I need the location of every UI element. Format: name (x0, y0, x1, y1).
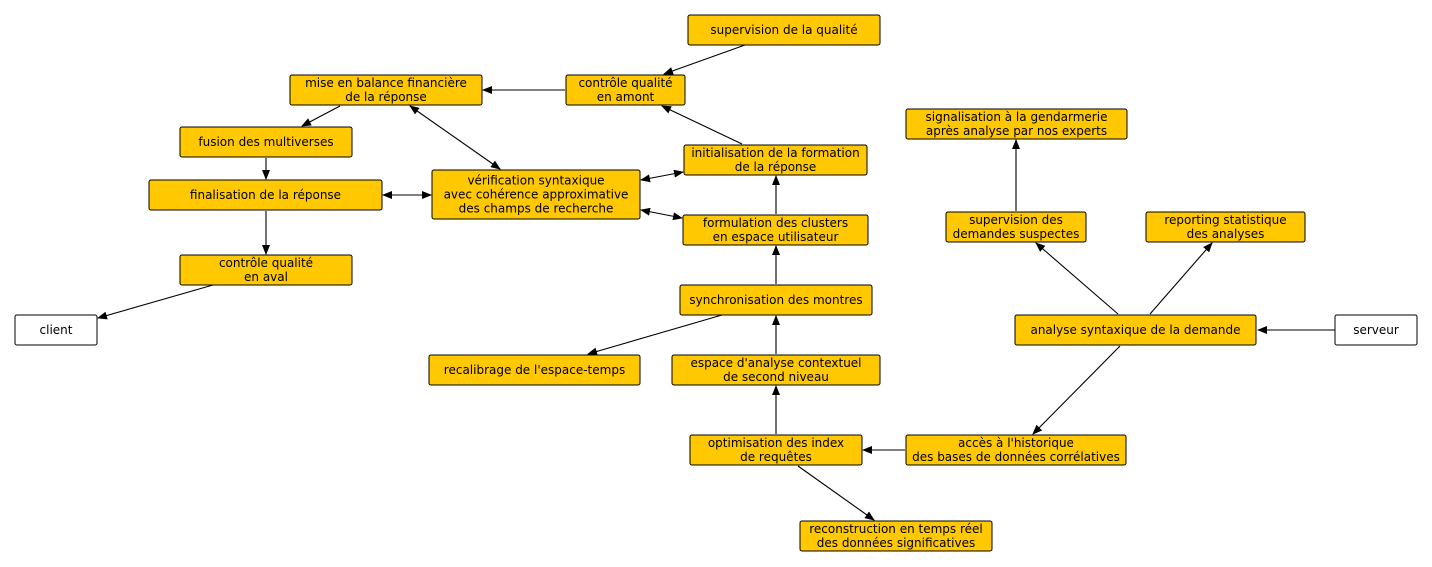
edge-initialisation-formation-to-controle-amont (661, 105, 743, 145)
node-box (683, 144, 868, 176)
node-label-line: demandes suspectes (953, 227, 1080, 241)
node-label-line: analyse syntaxique de la demande (1030, 323, 1240, 337)
node-box (945, 211, 1087, 243)
edge-analyse-syntaxique-demande-to-reporting-statistique (1149, 242, 1213, 315)
node-box (1014, 314, 1257, 346)
node-box (799, 520, 993, 552)
edge-optimisation-index-to-reconstruction-temps-reel (797, 465, 875, 521)
node-label-line: recalibrage de l'espace-temps (444, 363, 625, 377)
node-label-line: de la réponse (345, 90, 427, 104)
node-analyse-syntaxique-demande: analyse syntaxique de la demande (1014, 314, 1257, 346)
node-label-line: après analyse par nos experts (926, 124, 1107, 138)
node-label-line: espace d'analyse contextuel (690, 356, 861, 370)
node-box (179, 254, 353, 286)
node-box (179, 126, 353, 158)
node-box (565, 74, 686, 106)
node-label-line: signalisation à la gendarmerie (926, 110, 1108, 124)
node-box (671, 354, 881, 386)
node-synchronisation-montres: synchronisation des montres (679, 284, 873, 316)
node-label-line: contrôle qualité (578, 76, 672, 90)
node-label-line: de second niveau (723, 370, 829, 384)
node-label-line: synchronisation des montres (689, 293, 862, 307)
node-label-line: supervision de la qualité (710, 23, 857, 37)
node-label-line: initialisation de la formation (691, 146, 859, 160)
node-box (905, 108, 1128, 140)
node-supervision-qualite: supervision de la qualité (687, 14, 881, 46)
node-label-line: des données significatives (817, 536, 976, 550)
node-label-line: de requêtes (740, 450, 812, 464)
node-box (1334, 314, 1418, 346)
node-box (14, 314, 98, 346)
node-client: client (14, 314, 98, 346)
node-label-line: de la réponse (735, 160, 817, 174)
edge-synchronisation-montres-to-recalibrage-espace-temps (587, 314, 723, 356)
node-box (1145, 211, 1306, 243)
node-label-line: supervision des (969, 213, 1063, 227)
node-label-line: accès à l'historique (958, 436, 1074, 450)
node-box (679, 284, 873, 316)
node-label-line: des bases de données corrélatives (912, 450, 1120, 464)
node-box (289, 74, 483, 106)
node-label-line: optimisation des index (708, 436, 844, 450)
edge-analyse-syntaxique-demande-to-acces-historique (1032, 345, 1121, 435)
node-label-line: vérification syntaxique (467, 174, 604, 188)
node-label-line: fusion des multiverses (198, 135, 333, 149)
node-label-line: des analyses (1187, 227, 1265, 241)
edge-initialisation-formation-to-verification-syntaxique (640, 169, 684, 183)
nodes-layer: supervision de la qualité mise en balance… (14, 14, 1418, 552)
edge-mise-en-balance-to-verification-syntaxique (409, 105, 501, 170)
node-serveur: serveur (1334, 314, 1418, 346)
node-label-line: reporting statistique (1164, 213, 1286, 227)
node-label-line: avec cohérence approximative (444, 188, 629, 202)
node-label-line: des champs de recherche (459, 202, 614, 216)
node-box (148, 179, 383, 211)
edge-supervision-qualite-to-controle-amont (663, 44, 746, 75)
edge-controle-aval-to-client (97, 284, 214, 320)
edge-mise-en-balance-to-fusion-multiverses (301, 105, 341, 127)
node-label-line: contrôle qualité (219, 256, 313, 270)
node-box (689, 434, 863, 466)
node-label-line: en aval (244, 270, 288, 284)
node-recalibrage-espace-temps: recalibrage de l'espace-temps (428, 354, 641, 386)
node-box (682, 214, 869, 246)
node-label-line: finalisation de la réponse (190, 188, 341, 202)
node-label-line: reconstruction en temps réel (809, 522, 983, 536)
node-label-line: client (40, 323, 73, 337)
node-box (687, 14, 881, 46)
node-box (905, 434, 1127, 466)
edge-analyse-syntaxique-demande-to-supervision-demandes (1035, 242, 1119, 315)
node-label-line: en amont (597, 90, 655, 104)
node-label-line: mise en balance financière (305, 76, 467, 90)
edge-formulation-clusters-to-verification-syntaxique (640, 207, 683, 221)
edges-layer (97, 44, 1335, 521)
node-label-line: formulation des clusters (703, 216, 848, 230)
node-label-line: en espace utilisateur (713, 230, 839, 244)
node-label-line: serveur (1353, 323, 1399, 337)
node-finalisation-reponse: finalisation de la réponse (148, 179, 383, 211)
node-box (428, 354, 641, 386)
node-box (431, 169, 641, 220)
node-fusion-multiverses: fusion des multiverses (179, 126, 353, 158)
